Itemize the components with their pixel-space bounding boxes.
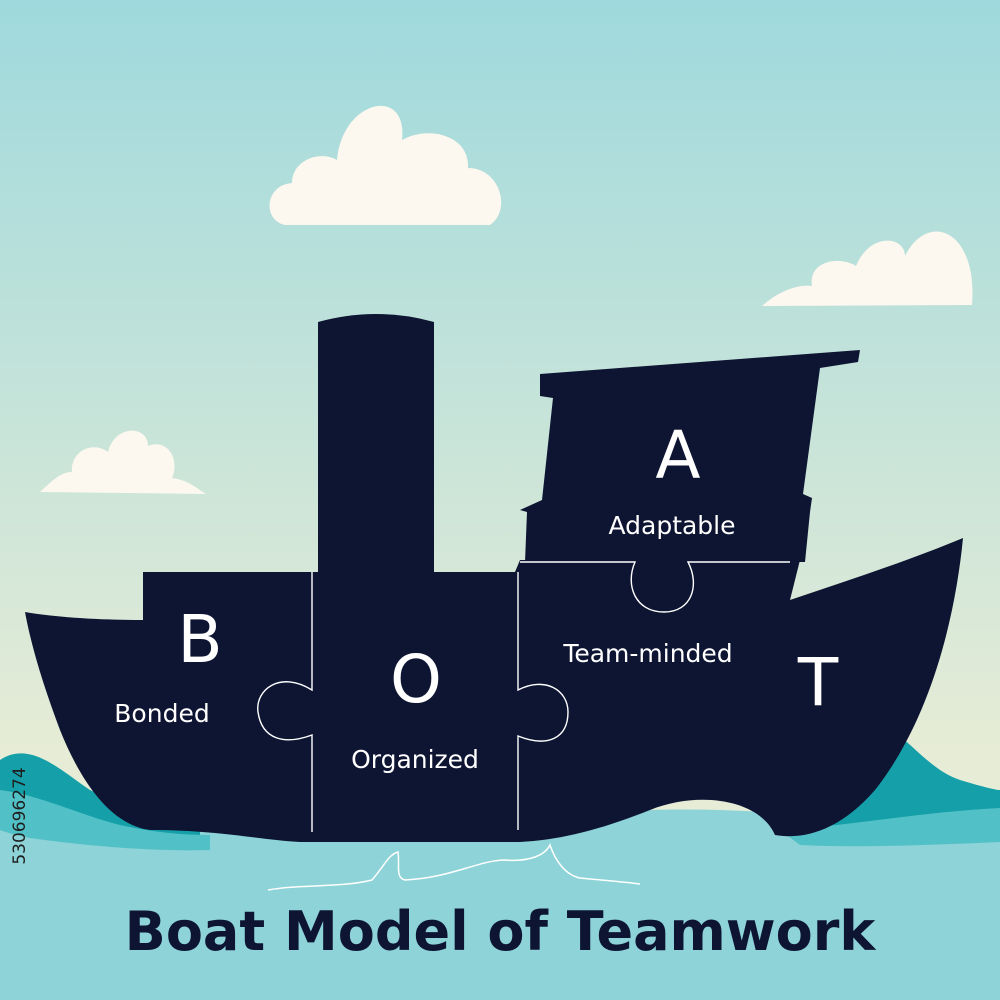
image-id-text: 530696274 [10, 767, 30, 865]
letter-a: A [655, 417, 700, 494]
boat-cabin [520, 350, 860, 562]
boat-funnel [318, 314, 434, 580]
word-bonded: Bonded [114, 699, 209, 728]
sea [0, 795, 1000, 1000]
cloud-icon [762, 231, 973, 306]
boat-hull [25, 538, 963, 842]
cloud-icon [269, 105, 502, 225]
word-organized: Organized [351, 745, 479, 774]
puzzle-lines [257, 561, 790, 832]
word-adaptable: Adaptable [608, 511, 735, 540]
word-team-minded: Team-minded [562, 639, 732, 668]
wave [0, 790, 210, 851]
letter-b: B [177, 601, 222, 678]
wave [780, 808, 1000, 847]
page-title: Boat Model of Teamwork [124, 900, 876, 963]
cloud-icon [40, 430, 206, 494]
water-ripple [267, 843, 641, 891]
boat [25, 314, 963, 842]
letter-t: T [797, 644, 839, 721]
letter-o: O [390, 641, 442, 718]
